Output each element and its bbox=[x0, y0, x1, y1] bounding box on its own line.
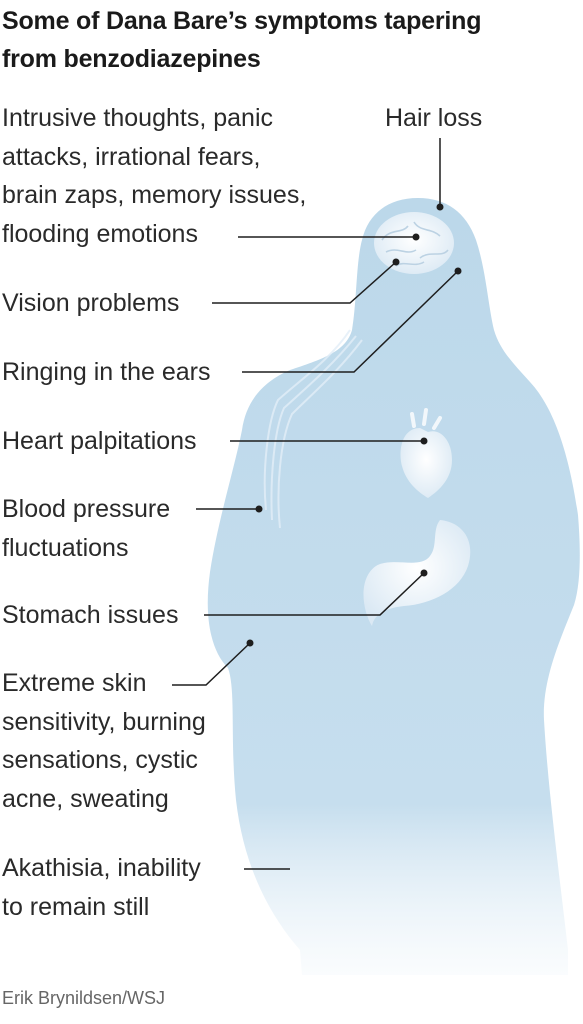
label-brain-line-3: brain zaps, memory issues, bbox=[2, 181, 307, 209]
label-skin-line-2: sensitivity, burning bbox=[2, 707, 206, 736]
leader-ears bbox=[242, 270, 459, 373]
label-skin-line-3: sensations, cystic bbox=[2, 746, 198, 774]
label-skin-line-1: Extreme skin bbox=[2, 669, 147, 697]
label-skin-line-4: acne, sweating bbox=[2, 784, 169, 813]
label-blood-line-1: Blood pressure bbox=[2, 495, 171, 523]
chart-title: Some of Dana Bare’s symptoms tapering fr… bbox=[2, 2, 577, 78]
label-akathisia-line-2: to remain still bbox=[2, 892, 150, 921]
label-vision: Vision problems bbox=[2, 289, 180, 317]
stomach-icon bbox=[363, 520, 471, 626]
label-brain-line-2: attacks, irrational fears, bbox=[2, 142, 261, 171]
label-hair-loss: Hair loss bbox=[385, 104, 483, 132]
label-brain-line-4: flooding emotions bbox=[2, 219, 198, 248]
brain-icon bbox=[374, 212, 454, 274]
hair-strand bbox=[270, 335, 357, 521]
leader-lines bbox=[172, 138, 459, 870]
leader-stomach bbox=[204, 572, 425, 616]
leader-vision bbox=[212, 261, 397, 304]
leader-dots bbox=[246, 203, 462, 647]
leader-skin bbox=[172, 642, 251, 686]
label-skin: Extreme skin sensitivity, burning sensat… bbox=[2, 664, 206, 818]
credit-line: Erik Brynildsen/WSJ bbox=[2, 988, 166, 1008]
heart-icon bbox=[400, 408, 452, 498]
title-line-1: Some of Dana Bare’s symptoms tapering bbox=[2, 7, 482, 35]
label-brain: Intrusive thoughts, panic attacks, irrat… bbox=[2, 99, 306, 253]
label-akathisia: Akathisia, inability to remain still bbox=[2, 849, 201, 926]
label-stomach: Stomach issues bbox=[2, 601, 179, 629]
label-heart: Heart palpitations bbox=[2, 427, 197, 455]
label-blood-line-2: fluctuations bbox=[2, 533, 129, 562]
label-blood-pressure: Blood pressure fluctuations bbox=[2, 490, 170, 567]
title-line-2: from benzodiazepines bbox=[2, 45, 261, 73]
label-akathisia-line-1: Akathisia, inability bbox=[2, 854, 201, 882]
hair-strand bbox=[263, 329, 351, 511]
label-ears: Ringing in the ears bbox=[2, 358, 211, 386]
hair-strand bbox=[277, 339, 363, 529]
label-brain-line-1: Intrusive thoughts, panic bbox=[2, 104, 273, 132]
